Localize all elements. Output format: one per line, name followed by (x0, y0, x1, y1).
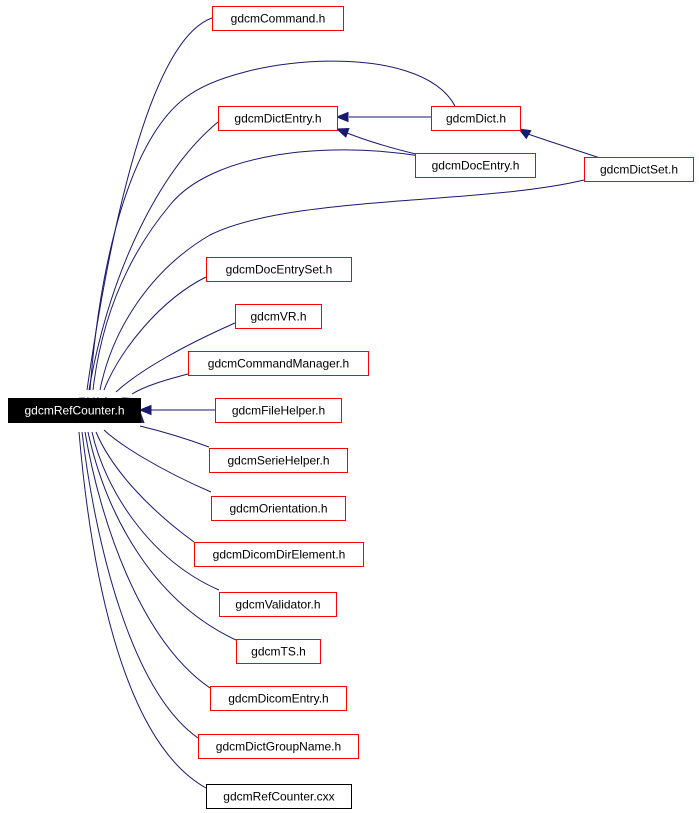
node-dictentry[interactable]: gdcmDictEntry.h (218, 106, 338, 131)
node-commandmanager[interactable]: gdcmCommandManager.h (188, 351, 369, 376)
node-box (210, 686, 347, 711)
arrow-head-icon (517, 128, 532, 140)
edge-line (103, 429, 212, 493)
edge-docentryset-to-root (97, 276, 207, 411)
node-docentry[interactable]: gdcmDocEntry.h (415, 153, 536, 178)
node-box (584, 157, 694, 182)
edge-line (131, 373, 189, 395)
edge-line (139, 425, 210, 448)
edge-line (88, 121, 219, 391)
node-box (206, 257, 352, 282)
nodes-layer: gdcmRefCounter.h gdcmCommand.h gdcmDictEnt… (8, 6, 694, 809)
node-box (8, 398, 141, 423)
edge-line (527, 133, 601, 159)
node-filehelper[interactable]: gdcmFileHelper.h (215, 398, 342, 423)
edge-line (84, 431, 211, 689)
node-label: gdcmCommand.h (231, 12, 326, 26)
arrow-head-icon (335, 111, 349, 123)
node-label: gdcmSerieHelper.h (227, 454, 329, 468)
node-dictset[interactable]: gdcmDictSet.h (584, 157, 694, 182)
node-box (215, 398, 342, 423)
node-box (211, 496, 346, 521)
node-label: gdcmRefCounter.cxx (223, 790, 334, 804)
edge-seriehelper-to-root (130, 413, 210, 448)
node-box (431, 106, 521, 131)
edge-line (91, 431, 220, 591)
edge-docentry-to-dictentry (335, 128, 421, 156)
arrow-head-icon (335, 128, 350, 138)
node-box (194, 542, 364, 567)
edge-line (92, 149, 421, 391)
node-label: gdcmDict.h (446, 112, 506, 126)
edge-dict-to-dictentry (335, 111, 431, 123)
node-label: gdcmValidator.h (235, 598, 320, 612)
node-refcountercxx[interactable]: gdcmRefCounter.cxx (206, 784, 352, 809)
edge-line (78, 431, 207, 789)
node-label: gdcmDictSet.h (600, 163, 678, 177)
node-dict[interactable]: gdcmDict.h (431, 106, 521, 131)
edge-line (95, 431, 195, 543)
edge-filehelper-to-root (138, 404, 215, 416)
node-command[interactable]: gdcmCommand.h (212, 6, 344, 31)
edge-line (89, 60, 456, 391)
node-label: gdcmDocEntry.h (432, 159, 520, 173)
edge-dicomdirelement-to-root (89, 409, 195, 543)
edge-orientation-to-root (94, 410, 212, 493)
edge-line (86, 17, 213, 391)
edge-line (346, 132, 421, 156)
node-dicomentry[interactable]: gdcmDicomEntry.h (210, 686, 347, 711)
node-box (212, 6, 344, 31)
arrow-head-icon (138, 404, 152, 416)
node-box (219, 592, 337, 617)
edge-line (115, 322, 236, 393)
node-validator[interactable]: gdcmValidator.h (219, 592, 337, 617)
node-label: gdcmDictEntry.h (234, 112, 321, 126)
edge-line (87, 431, 237, 641)
node-label: gdcmDicomDirElement.h (213, 548, 346, 562)
node-label: gdcmVR.h (250, 310, 306, 324)
node-box (235, 304, 322, 329)
node-dictgroupname[interactable]: gdcmDictGroupName.h (198, 734, 359, 759)
node-label: gdcmCommandManager.h (208, 357, 349, 371)
root-node[interactable]: gdcmRefCounter.h (8, 398, 141, 423)
edge-dictgroupname-to-root (72, 410, 199, 739)
edge-line (81, 431, 199, 739)
edge-line (103, 276, 207, 391)
edge-line (99, 179, 585, 391)
node-box (188, 351, 369, 376)
node-box (218, 106, 338, 131)
node-box (209, 448, 348, 473)
node-box (198, 734, 359, 759)
edge-ts-to-root (79, 409, 237, 641)
node-dicomdirelement[interactable]: gdcmDicomDirElement.h (194, 542, 364, 567)
node-label: gdcmDocEntrySet.h (226, 263, 333, 277)
edge-dictset-to-dict (517, 128, 601, 159)
node-box (236, 639, 321, 664)
node-label: gdcmFileHelper.h (232, 404, 325, 418)
node-label: gdcmOrientation.h (229, 502, 327, 516)
node-label: gdcmDicomEntry.h (228, 692, 328, 706)
node-vr[interactable]: gdcmVR.h (235, 304, 322, 329)
node-box (206, 784, 352, 809)
edge-dicomentry-to-root (76, 409, 211, 689)
node-orientation[interactable]: gdcmOrientation.h (211, 496, 346, 521)
node-ts[interactable]: gdcmTS.h (236, 639, 321, 664)
node-label: gdcmDictGroupName.h (216, 740, 341, 754)
node-label: gdcmRefCounter.h (24, 404, 124, 418)
node-seriehelper[interactable]: gdcmSerieHelper.h (209, 448, 348, 473)
node-box (415, 153, 536, 178)
node-label: gdcmTS.h (251, 645, 306, 659)
node-docentryset[interactable]: gdcmDocEntrySet.h (206, 257, 352, 282)
